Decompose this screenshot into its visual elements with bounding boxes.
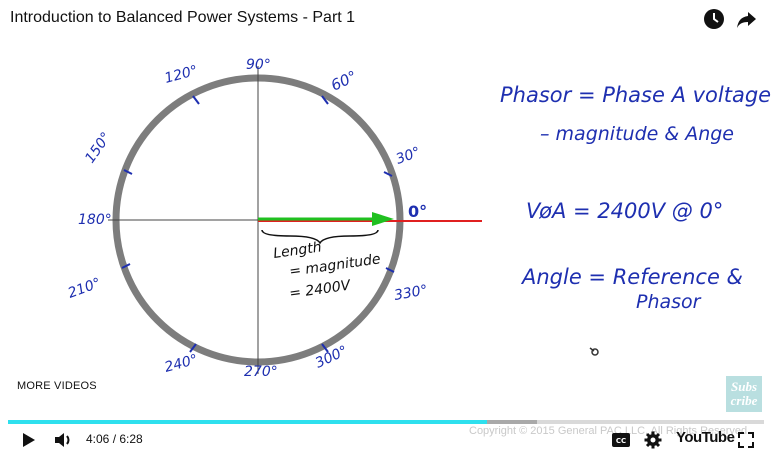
length-note: Length = magnitude = 2400V <box>272 239 381 302</box>
settings-icon[interactable] <box>644 431 662 449</box>
current-time: 4:06 <box>86 432 110 446</box>
share-icon[interactable] <box>735 8 757 30</box>
watch-later-icon[interactable] <box>703 8 725 30</box>
note-phasor-word: Phasor <box>636 291 702 313</box>
duration: 6:28 <box>119 432 143 446</box>
subscribe-label-line2: cribe <box>730 393 758 408</box>
progress-bar[interactable] <box>8 420 764 424</box>
captions-icon[interactable]: CC <box>612 432 630 448</box>
phasor-arrowhead <box>372 212 394 226</box>
angle-label-150: 150° <box>82 129 114 166</box>
whiteboard: 0° 30° 60° 90° 120° 150° 180° 210° 240° … <box>66 57 771 380</box>
magnitude-brace <box>261 229 379 245</box>
angle-ticks <box>121 95 395 353</box>
angle-label-180: 180° <box>78 212 112 228</box>
angle-label-60: 60° <box>328 67 360 95</box>
copyright-text: Copyright © 2015 General PAC LLC. All Ri… <box>469 425 751 437</box>
angle-label-120: 120° <box>163 63 200 87</box>
angle-label-0: 0° <box>408 202 427 221</box>
youtube-logo[interactable]: YouTube <box>676 429 735 446</box>
angle-label-270: 270° <box>244 364 278 380</box>
angle-label-90: 90° <box>246 57 271 73</box>
title-bar: Introduction to Balanced Power Systems -… <box>0 0 772 36</box>
note-voltage-value: VøA = 2400V @ 0° <box>526 199 723 223</box>
play-icon[interactable] <box>18 430 38 450</box>
subscribe-button[interactable]: Subs cribe <box>726 376 762 412</box>
svg-text:CC: CC <box>616 437 626 445</box>
length-note-line3: = 2400V <box>288 277 352 302</box>
angle-label-240: 240° <box>163 352 200 376</box>
player-controls: 4:06 / 6:28 CC YouTube <box>0 426 772 454</box>
note-phasor-definition: Phasor = Phase A voltage <box>500 83 771 107</box>
note-angle-reference: Angle = Reference & <box>520 265 743 289</box>
time-separator: / <box>109 432 120 446</box>
more-videos-button[interactable]: MORE VIDEOS <box>17 380 97 392</box>
pen-cursor-icon <box>589 347 599 356</box>
angle-label-210: 210° <box>66 275 103 302</box>
volume-icon[interactable] <box>52 430 74 450</box>
subscribe-label-line1: Subs <box>730 379 758 394</box>
progress-played <box>8 420 488 424</box>
angle-label-330: 330° <box>393 282 429 304</box>
fullscreen-icon[interactable] <box>738 432 754 448</box>
length-note-line1: Length <box>272 239 322 262</box>
time-display: 4:06 / 6:28 <box>86 432 143 446</box>
note-magnitude-angle: – magnitude & Ange <box>540 123 734 145</box>
video-title[interactable]: Introduction to Balanced Power Systems -… <box>10 9 356 26</box>
angle-label-30: 30° <box>394 144 423 168</box>
